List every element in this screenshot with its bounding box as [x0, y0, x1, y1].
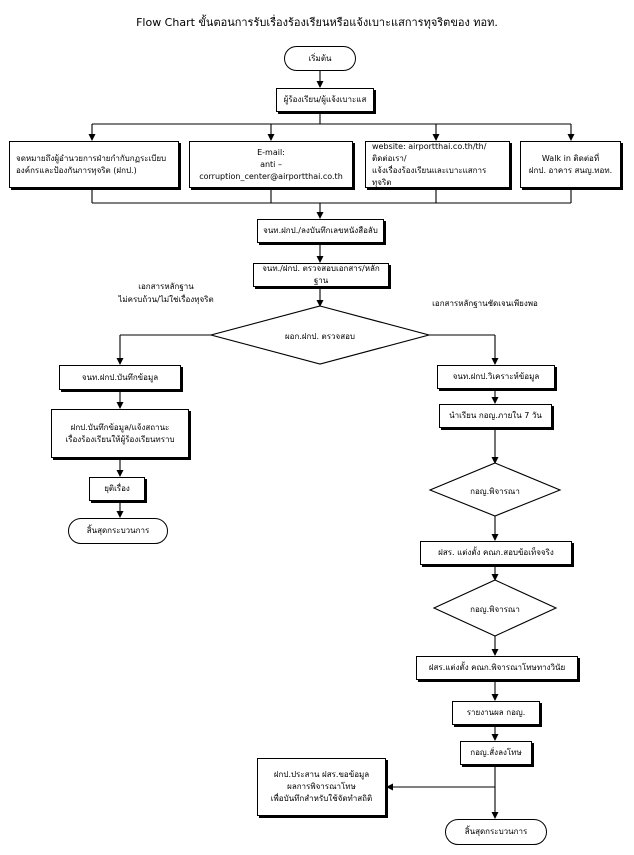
right-order-label: กอญ.สั่งลงโทษ [470, 748, 522, 757]
channel-letter-box: จดหมายถึงผู้อำนวยการฝ่ายกำกับกฏระเบียบ อ… [9, 141, 179, 188]
left-end-label: สิ้นสุดกระบวนการ [86, 526, 150, 535]
decision-diamond-1 [428, 462, 562, 517]
right-end-terminal: สิ้นสุดกระบวนการ [445, 819, 547, 845]
decision-2-label: กอญ.พิจารณา [470, 605, 520, 614]
decision-diamond-2 [432, 579, 558, 637]
right-committee-fact-box: ฝสร. แต่งตั้ง คณก.สอบข้อเท็จจริง [420, 541, 572, 565]
right-coordinate-box: ฝกป.ประสาน ฝสร.ขอข้อมูล ผลการพิจารณาโทษ … [257, 758, 386, 816]
channel-website-label: website: airportthai.co.th/th/ติดต่อเรา/… [372, 141, 487, 187]
left-end-terminal: สิ้นสุดกระบวนการ [68, 518, 168, 544]
decision-1-label: กอญ.พิจารณา [470, 487, 520, 496]
right-analyze-label: จนท.ฝกป.วิเคราะห์ข้อมูล [452, 372, 540, 381]
page-title: Flow Chart ขั้นตอนการรับเรื่องร้องเรียนห… [136, 16, 498, 29]
channel-website-box: website: airportthai.co.th/th/ติดต่อเรา/… [365, 141, 510, 188]
decision-check-label: ผอก.ฝกป. ตรวจสอบ [284, 332, 355, 341]
verify-docs-label: จนท./ฝกป. ตรวจสอบเอกสาร/หลักฐาน [262, 264, 380, 285]
register-label: จนท.ฝกป./ลงบันทึกเลขหนังสือลับ [263, 226, 378, 235]
right-present-label: นำเรียน กอญ.ภายใน 7 วัน [449, 411, 542, 420]
decision-diamond-check [208, 305, 432, 365]
left-notify-box: ฝกป.บันทึกข้อมูล/แจ้งสถานะ เรื่องร้องเรี… [51, 409, 189, 458]
right-coordinate-label: ฝกป.ประสาน ฝสร.ขอข้อมูล ผลการพิจารณาโทษ … [270, 770, 373, 803]
branch-label-sufficient: เอกสารหลักฐานชัดเจนเพียงพอ [432, 299, 538, 308]
register-box: จนท.ฝกป./ลงบันทึกเลขหนังสือลับ [257, 219, 384, 243]
start-label: เริ่มต้น [308, 53, 332, 63]
channel-walkin-label: Walk in ติดต่อที่ ฝกป. อาคาร สนญ.ทอท. [528, 153, 613, 175]
right-analyze-box: จนท.ฝกป.วิเคราะห์ข้อมูล [437, 365, 555, 389]
right-end-label: สิ้นสุดกระบวนการ [464, 827, 528, 836]
right-order-box: กอญ.สั่งลงโทษ [460, 741, 532, 765]
channel-email-label: E-mail: anti – corruption_center@airport… [199, 147, 343, 181]
channel-email-box: E-mail: anti – corruption_center@airport… [189, 141, 353, 188]
complainant-label: ผู้ร้องเรียน/ผู้แจ้งเบาะแส [283, 95, 367, 104]
right-report-box: รายงานผล กอญ. [452, 701, 540, 725]
right-report-label: รายงานผล กอญ. [466, 708, 526, 717]
channel-letter-label: จดหมายถึงผู้อำนวยการฝ่ายกำกับกฏระเบียบ อ… [16, 153, 167, 175]
right-committee-discipline-label: ฝสร.แต่งตั้ง คณก.พิจารณาโทษทางวินัย [428, 663, 566, 672]
left-record-box: จนท.ฝกป.บันทึกข้อมูล [59, 365, 181, 390]
right-committee-discipline-box: ฝสร.แต่งตั้ง คณก.พิจารณาโทษทางวินัย [416, 656, 578, 680]
channel-walkin-box: Walk in ติดต่อที่ ฝกป. อาคาร สนญ.ทอท. [520, 141, 621, 188]
left-notify-label: ฝกป.บันทึกข้อมูล/แจ้งสถานะ เรื่องร้องเรี… [65, 422, 175, 444]
branch-label-insufficient: เอกสารหลักฐาน ไม่ครบถ้วน/ไม่ใช่เรื่องทุจ… [118, 282, 214, 304]
left-record-label: จนท.ฝกป.บันทึกข้อมูล [81, 372, 159, 382]
start-terminal: เริ่มต้น [284, 46, 356, 71]
left-close-label: ยุติเรื่อง [104, 484, 130, 493]
left-close-box: ยุติเรื่อง [89, 477, 145, 501]
verify-docs-box: จนท./ฝกป. ตรวจสอบเอกสาร/หลักฐาน [253, 263, 389, 287]
right-present-box: นำเรียน กอญ.ภายใน 7 วัน [439, 404, 552, 428]
complainant-box: ผู้ร้องเรียน/ผู้แจ้งเบาะแส [276, 88, 374, 112]
right-committee-fact-label: ฝสร. แต่งตั้ง คณก.สอบข้อเท็จจริง [438, 548, 554, 557]
